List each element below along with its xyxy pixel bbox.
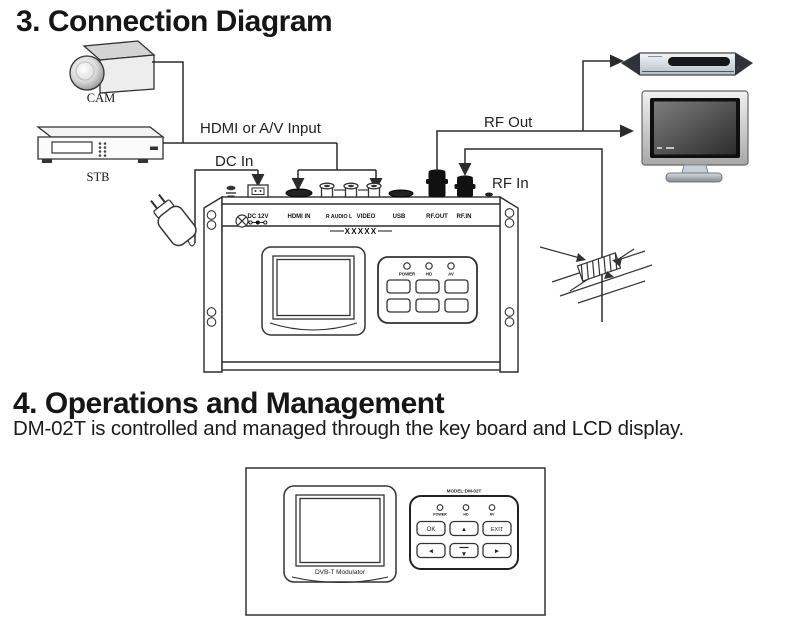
camera-lens [69,55,105,91]
rf-out-branch-wire [582,60,610,131]
camera-lens-ring [75,61,95,81]
led-label-hd: HD [463,513,469,517]
hdmi-av-input-label: HDMI or A/V Input [200,120,322,137]
rf-in-connector [454,175,476,197]
ground-terminal-icon [226,185,236,197]
dc-polarity-icon [248,220,268,225]
arrow-right-icon [610,54,624,68]
led-indicator [488,504,496,511]
ok-button [416,520,446,537]
led-label-power: POWER [433,513,447,517]
usb-port-icon [388,189,414,198]
section3-heading: 3. Connection Diagram [16,5,333,38]
rf-out-connector [426,169,448,197]
left-button [416,542,446,559]
up-arrow-icon: ▲ [461,527,467,533]
stb-icon [36,126,165,163]
arrow-down-icon [251,174,265,187]
mount-ear-left [203,195,223,373]
led-label-power: POWER [399,272,416,277]
arrow-down-icon [291,178,305,191]
camera-label: CAM [87,91,115,105]
video-jack-icon [366,182,382,198]
front-panel-figure: DVB-T Modulator MODEL:DM-02T POWER HD AV… [245,467,546,616]
dc-wire [194,169,258,243]
led-indicator [447,262,455,270]
lcd-label: DVB-T Modulator [315,569,366,576]
lcd-display: DVB-T Modulator [283,485,397,584]
rf-out-label: RF Out [484,114,533,131]
down-button [449,542,479,559]
dc-in-label: DC In [215,153,253,170]
connection-diagram: CAM STB HDMI or A/V Input DC [36,40,754,373]
keyhole-icon [206,208,515,327]
dc-port-icon [247,184,269,198]
lcd-display [261,246,366,336]
stb-foot [138,159,148,163]
rf-in-wire [464,148,603,322]
led-indicator [462,504,470,511]
stb-slot [150,146,158,150]
camera-icon [69,40,156,94]
exit-button [482,520,512,537]
stb-top [36,126,165,138]
led-indicator [425,262,433,270]
audio-jack-icon [319,182,335,198]
port-label-dc: DC 12V [247,214,268,220]
port-label-rfin: RF.IN [457,214,472,220]
section4-heading: 4. Operations and Management [13,387,445,420]
hdmi-port-icon [285,188,313,198]
modulator-device: DC 12V HDMI IN R AUDIO L VIDEO USB RF.OU… [203,169,519,373]
crt-tv-icon [641,90,749,183]
down-arrow-icon: ▼ [461,551,467,558]
camera-wire [152,61,184,143]
rf-out-wire [436,130,620,171]
port-label-audio: R AUDIO L [326,214,353,220]
panel-nub [485,192,493,197]
adapter-cord [187,239,196,247]
camera-body [99,54,155,94]
arrow-down-icon [458,163,472,176]
right-button [482,542,512,559]
audio-jack-icon [343,182,359,198]
led-label-av: AV [490,513,495,517]
keypad-button [386,279,469,313]
led-indicator [436,504,444,511]
port-label-rfout: RF.OUT [426,214,448,220]
port-label-hdmi: HDMI IN [288,214,311,220]
stb-buttons [98,142,107,157]
ok-button-label: OK [427,527,436,533]
exit-button-label: EXIT [491,527,504,533]
led-label-hd: HD [426,272,432,277]
model-label: MODEL:DM-02T [447,489,482,494]
stb-foot [42,159,52,163]
ground-screw-icon [235,214,249,228]
antenna-icon [539,246,653,304]
port-label-usb: USB [393,214,406,220]
left-arrow-icon: ◄ [428,548,434,555]
right-arrow-icon: ► [494,548,500,555]
keypad: POWER HD AV [377,256,478,324]
led-label-av: AV [448,272,454,277]
led-indicator [403,262,411,270]
section4-body: DM-02T is controlled and managed through… [13,417,685,440]
stb-display [51,141,93,154]
up-button [449,520,479,537]
rf-in-label: RF In [492,175,529,192]
model-mask: XXXXX [345,227,378,236]
keypad: POWER HD AV OK ▲ EXIT ◄ ▼ ► [409,495,519,570]
port-label-video: VIDEO [357,214,376,220]
stb-label: STB [87,170,110,184]
arrow-right-icon [620,124,634,138]
flat-tv-icon [620,52,754,76]
power-adapter-icon [150,193,197,247]
